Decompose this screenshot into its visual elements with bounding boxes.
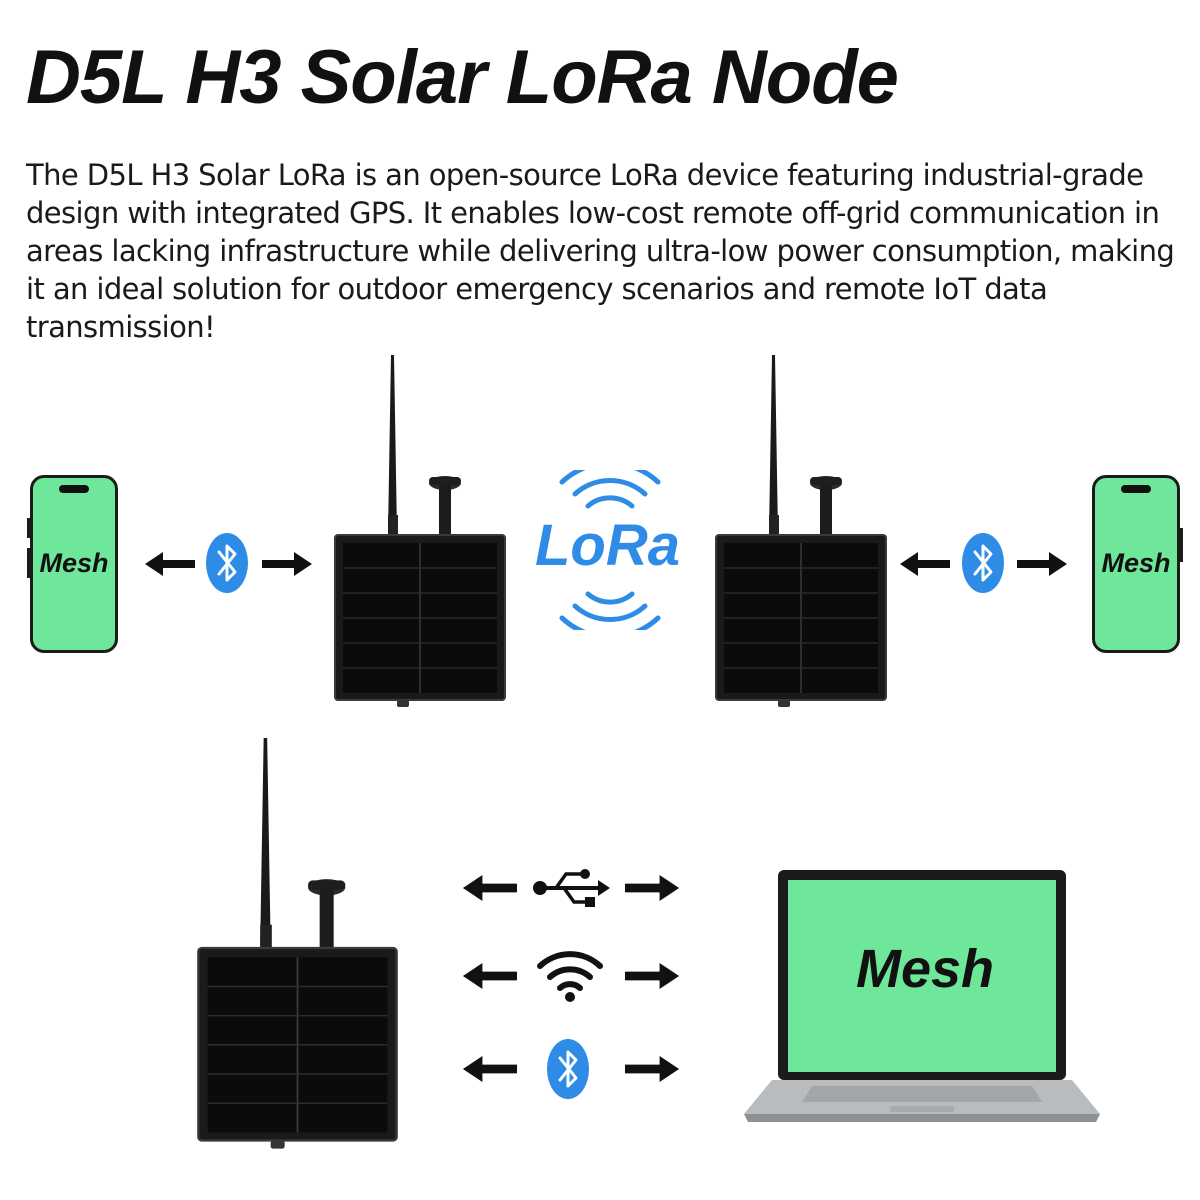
- solar-lora-node-right: [714, 355, 894, 715]
- arrow-right-icon: [262, 552, 312, 576]
- description-text: The D5L H3 Solar LoRa is an open-source …: [26, 158, 1175, 344]
- wifi-icon: [537, 951, 603, 1002]
- solar-lora-node-bottom: [196, 738, 406, 1158]
- arrow-right-icon: [624, 1056, 680, 1082]
- lora-label: LoRa: [535, 513, 680, 578]
- right-phone-label: Mesh: [1101, 548, 1171, 578]
- phone-notch: [1121, 485, 1151, 493]
- solar-lora-node-left: [333, 355, 513, 715]
- arrow-right-icon: [1017, 552, 1067, 576]
- left-phone-label: Mesh: [39, 548, 109, 578]
- arrow-left-icon: [462, 963, 518, 989]
- phone-notch: [59, 485, 89, 493]
- arrow-right-icon: [624, 875, 680, 901]
- page-title: D5L H3 Solar LoRa Node: [26, 35, 899, 120]
- laptop: [744, 870, 1100, 1122]
- left-phone: Mesh: [27, 475, 118, 653]
- arrow-left-icon: [462, 875, 518, 901]
- bluetooth-icon: [205, 532, 249, 594]
- arrow-right-icon: [624, 963, 680, 989]
- right-phone: Mesh: [1092, 475, 1183, 653]
- laptop-screen-label: Mesh: [855, 939, 995, 999]
- usb-icon: [533, 869, 610, 907]
- arrow-left-icon: [145, 552, 195, 576]
- arrow-left-icon: [462, 1056, 518, 1082]
- arrow-left-icon: [900, 552, 950, 576]
- lora-signal-icon: [559, 470, 661, 630]
- bluetooth-icon: [546, 1038, 590, 1100]
- bluetooth-icon: [961, 532, 1005, 594]
